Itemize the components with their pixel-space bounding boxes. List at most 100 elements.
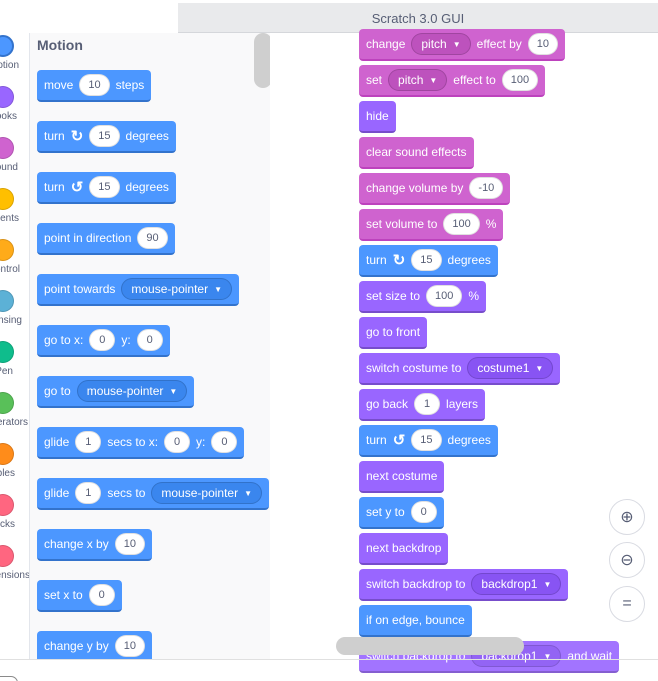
zoom-in-button[interactable]: ⊕ — [609, 499, 645, 535]
degrees-input[interactable]: 15 — [89, 125, 120, 147]
direction-input[interactable]: 90 — [137, 227, 168, 249]
block-go-to[interactable]: go to mouse-pointer▼ — [37, 376, 195, 408]
x-input[interactable]: 0 — [164, 431, 191, 453]
category-variables[interactable]: Variables — [0, 441, 29, 492]
block-text: degrees — [125, 129, 169, 143]
category-looks[interactable]: Looks — [0, 84, 29, 135]
chevron-down-icon: ▼ — [169, 386, 178, 396]
target-dropdown[interactable]: mouse-pointer▼ — [121, 278, 233, 300]
category-events[interactable]: Events — [0, 186, 29, 237]
dropdown-value: mouse-pointer — [161, 486, 239, 500]
category-label: Sound — [0, 162, 18, 173]
backdrop-dropdown[interactable]: backdrop1▼ — [471, 573, 562, 595]
block-text: % — [485, 217, 497, 231]
secs-input[interactable]: 1 — [75, 431, 102, 453]
bottom-toggle[interactable] — [0, 676, 18, 681]
category-control[interactable]: Control — [0, 237, 29, 288]
block-set-sound-effect[interactable]: set pitch▼ effect to 100 — [359, 65, 546, 97]
degrees-input[interactable]: 15 — [89, 176, 120, 198]
block-if-on-edge-bounce[interactable]: if on edge, bounce — [359, 605, 472, 637]
volume-input[interactable]: -10 — [469, 177, 504, 199]
target-dropdown[interactable]: mouse-pointer▼ — [151, 482, 263, 504]
block-set-y[interactable]: set y to 0 — [359, 497, 444, 529]
block-change-volume[interactable]: change volume by -10 — [359, 173, 511, 205]
block-turn-left[interactable]: turn ↺ 15 degrees — [359, 425, 498, 457]
x-input[interactable]: 10 — [114, 533, 145, 555]
volume-input[interactable]: 100 — [443, 213, 480, 235]
block-glide-to[interactable]: glide 1 secs to mouse-pointer▼ — [37, 478, 270, 510]
x-input[interactable]: 0 — [89, 329, 116, 351]
block-point-in-direction[interactable]: point in direction 90 — [37, 223, 175, 255]
block-turn-left[interactable]: turn ↺ 15 degrees — [37, 172, 176, 204]
block-hide[interactable]: hide — [359, 101, 396, 133]
block-text: turn — [366, 433, 387, 447]
layers-input[interactable]: 1 — [414, 393, 441, 415]
block-change-x[interactable]: change x by 10 — [37, 529, 152, 561]
block-text: hide — [366, 109, 389, 123]
category-motion[interactable]: Motion — [0, 33, 29, 84]
my-blocks-category-icon — [0, 494, 14, 516]
dropdown-value: backdrop1 — [481, 577, 538, 591]
block-change-sound-effect[interactable]: change pitch▼ effect by 10 — [359, 29, 566, 61]
effect-input[interactable]: 100 — [501, 69, 539, 91]
bottom-divider — [0, 659, 658, 660]
costume-dropdown[interactable]: costume1▼ — [467, 357, 554, 379]
block-go-to-xy[interactable]: go to x: 0 y: 0 — [37, 325, 170, 357]
workspace-horizontal-scrollbar[interactable] — [336, 637, 524, 655]
block-turn-right[interactable]: turn ↻ 15 degrees — [359, 245, 498, 277]
palette-scrollbar[interactable] — [254, 33, 272, 88]
block-clear-sound-effects[interactable]: clear sound effects — [359, 137, 474, 169]
block-set-volume[interactable]: set volume to 100 % — [359, 209, 504, 241]
category-my-blocks[interactable]: My Blocks — [0, 492, 29, 543]
palette-section-title: Motion — [37, 37, 83, 53]
script-workspace[interactable]: change pitch▼ effect by 10 set pitch▼ ef… — [270, 29, 658, 673]
category-extensions[interactable]: Extensions — [0, 543, 29, 594]
effect-input[interactable]: 10 — [527, 33, 559, 55]
block-palette: Motion move 10 steps turn ↻ 15 degrees t… — [30, 33, 270, 659]
block-next-backdrop[interactable]: next backdrop — [359, 533, 449, 565]
block-set-size[interactable]: set size to 100 % — [359, 281, 487, 313]
reset-zoom-button[interactable]: = — [609, 586, 645, 622]
block-set-x[interactable]: set x to 0 — [37, 580, 122, 612]
block-text: set — [366, 73, 383, 87]
block-glide-to-xy[interactable]: glide 1 secs to x: 0 y: 0 — [37, 427, 245, 459]
block-text: turn — [366, 253, 387, 267]
y-input[interactable]: 10 — [114, 635, 145, 657]
block-move-steps[interactable]: move 10 steps — [37, 70, 152, 102]
block-point-towards[interactable]: point towards mouse-pointer▼ — [37, 274, 240, 306]
category-sound[interactable]: Sound — [0, 135, 29, 186]
block-text: point in direction — [44, 231, 132, 245]
size-input[interactable]: 100 — [426, 285, 463, 307]
window-title: Scratch 3.0 GUI — [371, 11, 465, 26]
operators-category-icon — [0, 392, 14, 414]
degrees-input[interactable]: 15 — [411, 429, 442, 451]
block-go-back-layers[interactable]: go back 1 layers — [359, 389, 486, 421]
category-label: Looks — [0, 111, 17, 122]
effect-dropdown[interactable]: pitch▼ — [388, 69, 448, 91]
block-turn-right[interactable]: turn ↻ 15 degrees — [37, 121, 176, 153]
secs-input[interactable]: 1 — [75, 482, 102, 504]
category-sensing[interactable]: Sensing — [0, 288, 29, 339]
effect-dropdown[interactable]: pitch▼ — [411, 33, 471, 55]
y-input[interactable]: 0 — [136, 329, 163, 351]
target-dropdown[interactable]: mouse-pointer▼ — [76, 380, 188, 402]
category-pen[interactable]: Pen — [0, 339, 29, 390]
y-input[interactable]: 0 — [410, 501, 437, 523]
block-switch-backdrop[interactable]: switch backdrop to backdrop1▼ — [359, 569, 569, 601]
block-text: switch backdrop to — [366, 577, 466, 591]
block-switch-costume[interactable]: switch costume to costume1▼ — [359, 353, 561, 385]
dropdown-value: pitch — [398, 73, 424, 87]
zoom-out-button[interactable]: ⊖ — [609, 542, 645, 578]
block-next-costume[interactable]: next costume — [359, 461, 445, 493]
block-go-to-front[interactable]: go to front — [359, 317, 428, 349]
category-operators[interactable]: Operators — [0, 390, 29, 441]
block-change-y[interactable]: change y by 10 — [37, 631, 152, 659]
degrees-input[interactable]: 15 — [411, 249, 442, 271]
category-label: Sensing — [0, 315, 22, 326]
block-text: degrees — [447, 433, 491, 447]
x-input[interactable]: 0 — [88, 584, 115, 606]
block-text: effect by — [476, 37, 522, 51]
steps-input[interactable]: 10 — [79, 74, 110, 96]
y-input[interactable]: 0 — [211, 431, 238, 453]
